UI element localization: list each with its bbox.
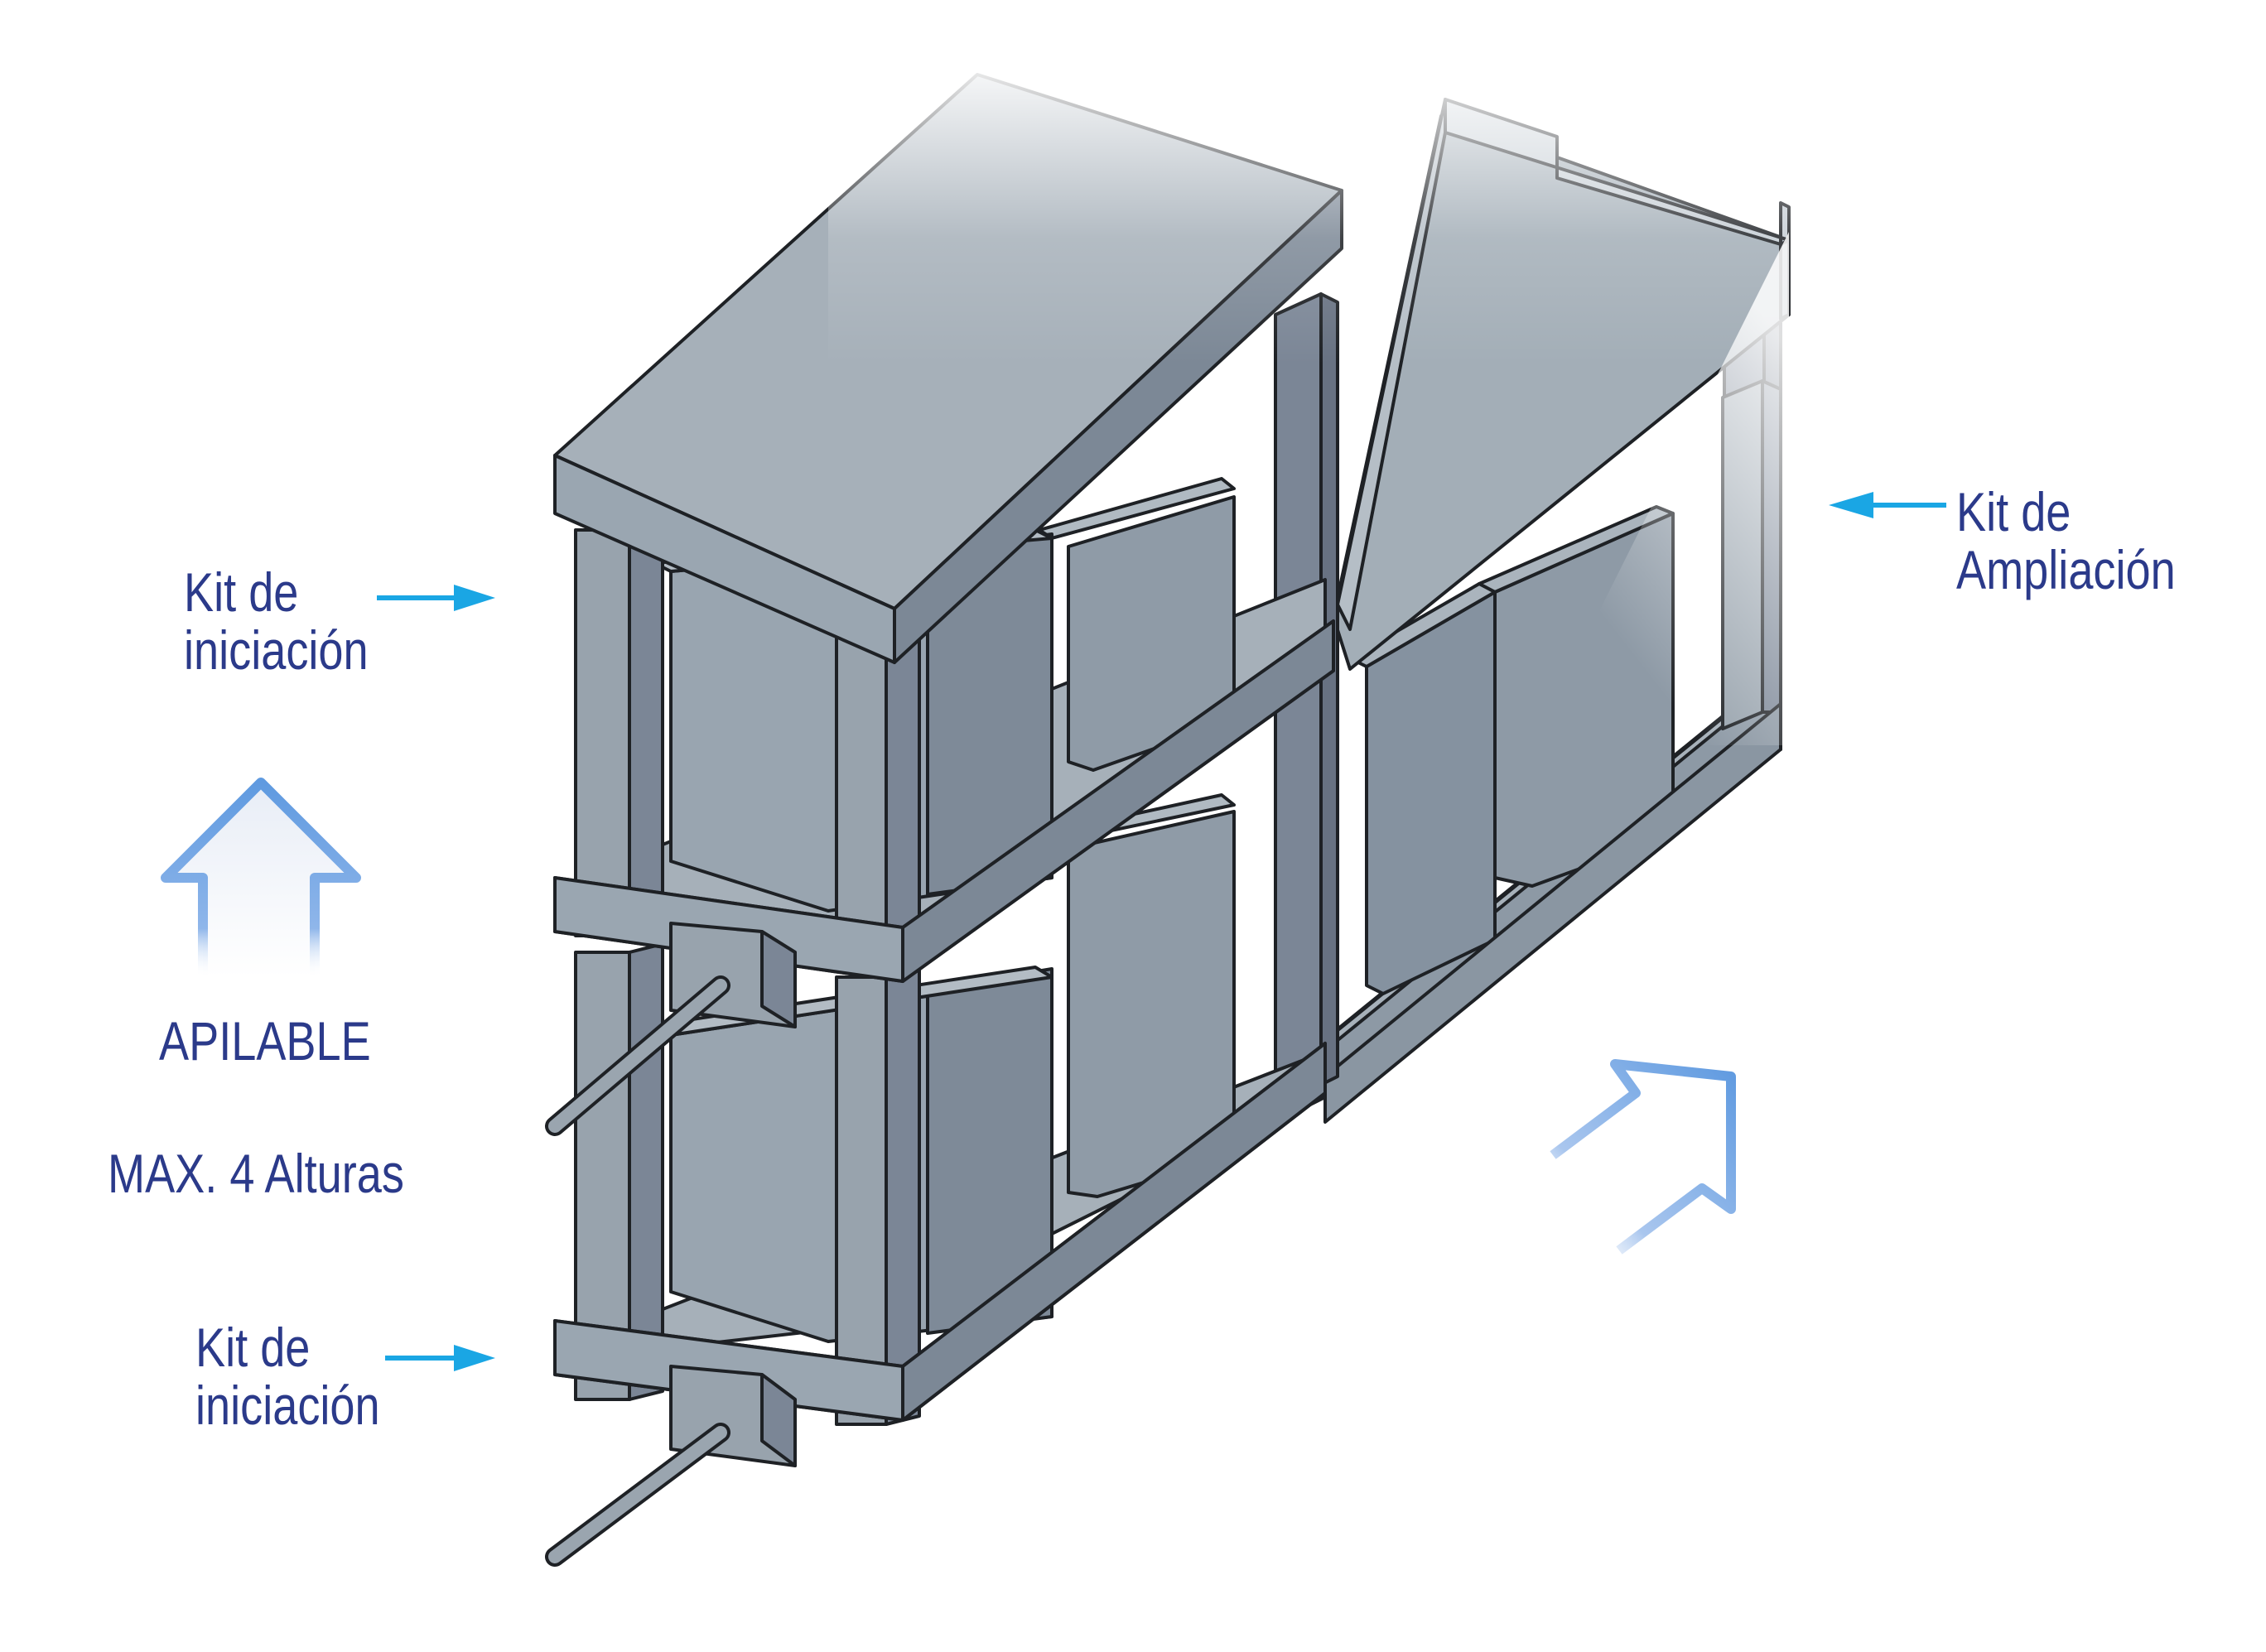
label-line-1: Kit de	[195, 1317, 311, 1378]
label-line-2: iniciación	[195, 1375, 380, 1436]
label-kit-iniciacion-bottom: Kit de iniciación	[195, 1318, 380, 1434]
top-fade-highlight	[828, 50, 1822, 364]
guide-rods	[545, 975, 730, 1567]
pointer-arrow-top-left	[377, 585, 495, 611]
arrow-up-icon	[161, 778, 361, 977]
max-alturas-text: MAX. 4 Alturas	[108, 1143, 404, 1204]
label-kit-ampliacion: Kit de Ampliación	[1956, 483, 2176, 599]
right-fade-highlight	[1532, 232, 1789, 745]
label-line-2: iniciación	[184, 619, 369, 681]
apilable-text: APILABLE	[159, 1010, 371, 1072]
label-line-1: Kit de	[184, 561, 299, 623]
arrow-up-right-icon	[1550, 1059, 1736, 1255]
label-line-2: Ampliación	[1956, 539, 2176, 600]
pointer-arrow-right	[1829, 492, 1946, 518]
label-kit-iniciacion-top: Kit de iniciación	[184, 563, 369, 679]
label-max-alturas: MAX. 4 Alturas	[108, 1144, 404, 1202]
label-apilable: APILABLE	[159, 1012, 371, 1070]
pointer-arrow-bottom-left	[385, 1345, 495, 1371]
label-line-1: Kit de	[1956, 481, 2071, 542]
